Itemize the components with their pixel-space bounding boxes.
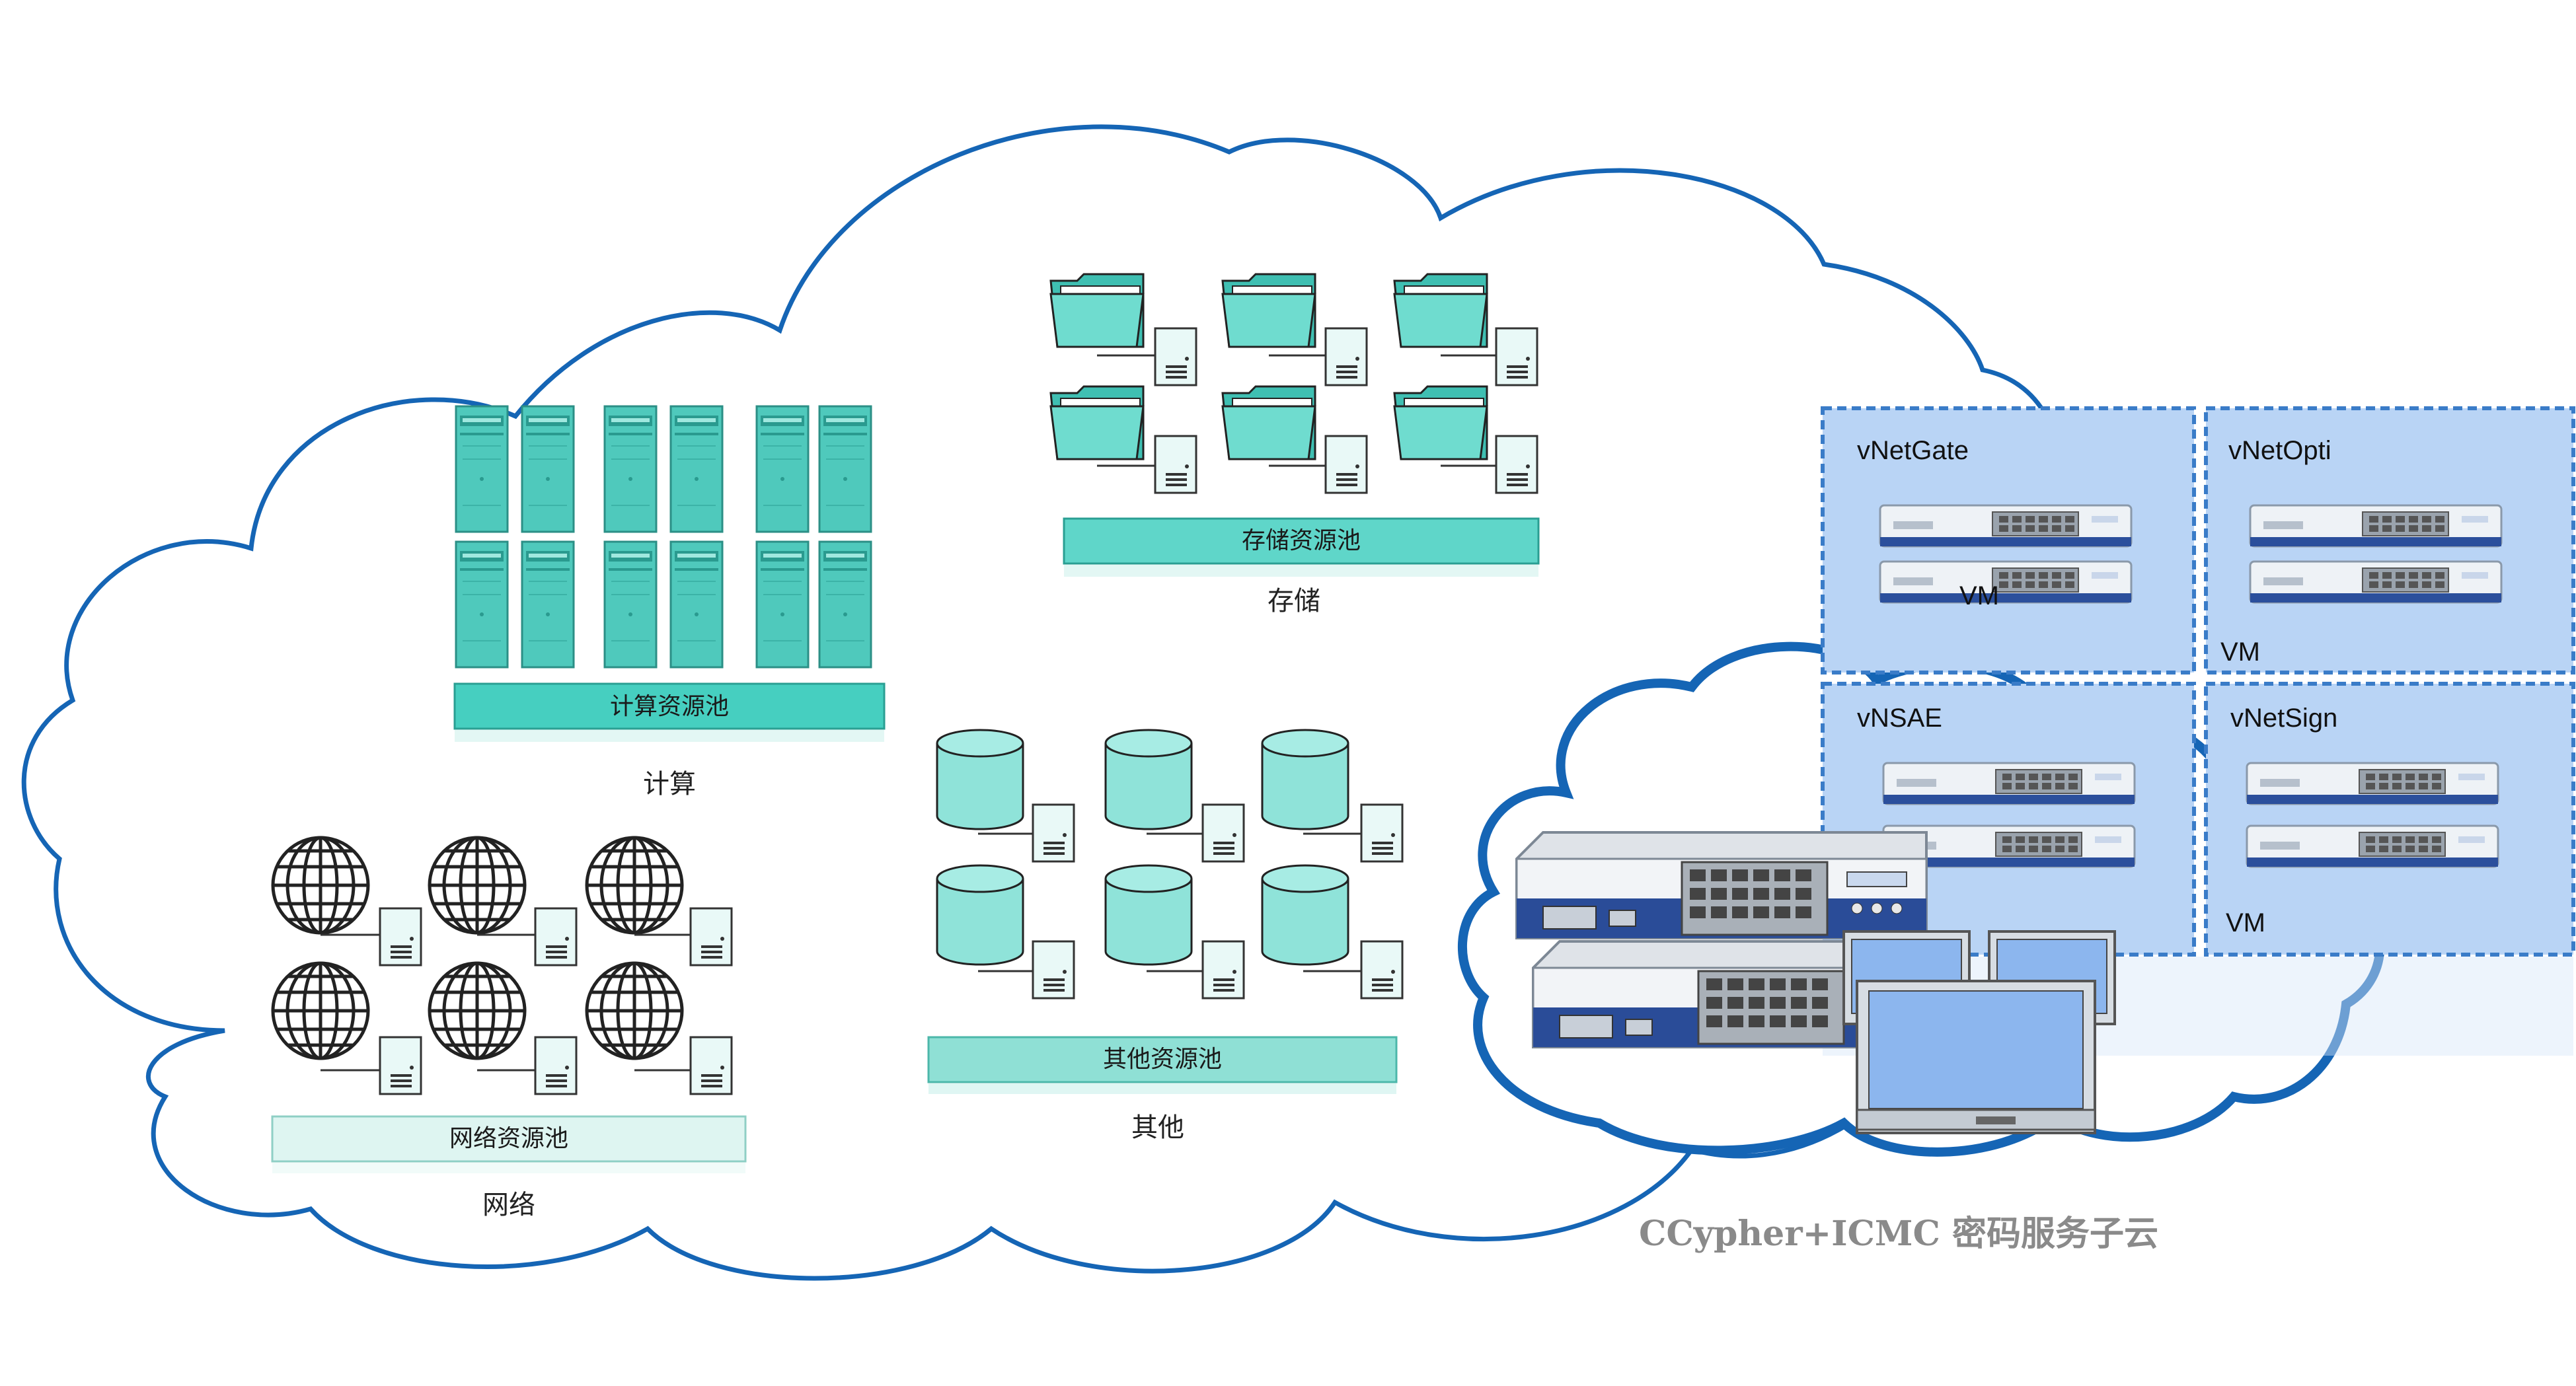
network-caption: 网络 xyxy=(482,1190,535,1220)
storage-pool: 存储资源池 存储 xyxy=(1049,273,1540,616)
vm-label: VM xyxy=(2226,908,2265,937)
vm-panel: vNetOpti VM xyxy=(2204,406,2575,675)
server-box-icon xyxy=(321,907,733,1095)
vm-panel: vNetSign VM xyxy=(2204,682,2575,957)
other-pool-bar xyxy=(927,1036,1398,1083)
vm-panel-title: vNetOpti xyxy=(2228,436,2331,465)
other-pool: 其他资源池 其他 xyxy=(927,729,1404,1143)
vm-label: VM xyxy=(2220,638,2260,667)
network-pool: 网络资源池 网络 xyxy=(271,838,747,1220)
network-pool-label: 网络资源池 xyxy=(449,1125,568,1152)
storage-pool-label: 存储资源池 xyxy=(1242,527,1361,554)
server-box-icon xyxy=(978,803,1404,1000)
other-caption: 其他 xyxy=(1131,1112,1184,1143)
vm-panel: vNetGate VM xyxy=(1821,406,2196,675)
vm-label: VM xyxy=(1959,581,1999,610)
compute-pool-bar xyxy=(453,682,886,730)
compute-pool: 计算资源池 计算 xyxy=(453,405,886,799)
network-pool-bar xyxy=(271,1115,747,1163)
compute-pool-label: 计算资源池 xyxy=(610,693,729,720)
monitor-icon xyxy=(1842,930,2116,1134)
storage-caption: 存储 xyxy=(1268,586,1320,616)
server-box-icon xyxy=(1097,327,1538,494)
vm-panel-title: vNetGate xyxy=(1857,436,1969,465)
subcloud-title: CCypher+ICMC 密码服务子云 xyxy=(1639,1214,2158,1254)
vm-panel-title: vNSAE xyxy=(1857,704,1942,733)
vm-panel-title: vNetSign xyxy=(2230,704,2337,733)
other-pool-label: 其他资源池 xyxy=(1103,1046,1222,1073)
vm-panel-grid: vNetGate VM vNetOpti VM vNSAE vNetSign V… xyxy=(1821,406,2575,1056)
compute-caption: 计算 xyxy=(643,769,696,799)
storage-pool-bar xyxy=(1063,517,1540,565)
